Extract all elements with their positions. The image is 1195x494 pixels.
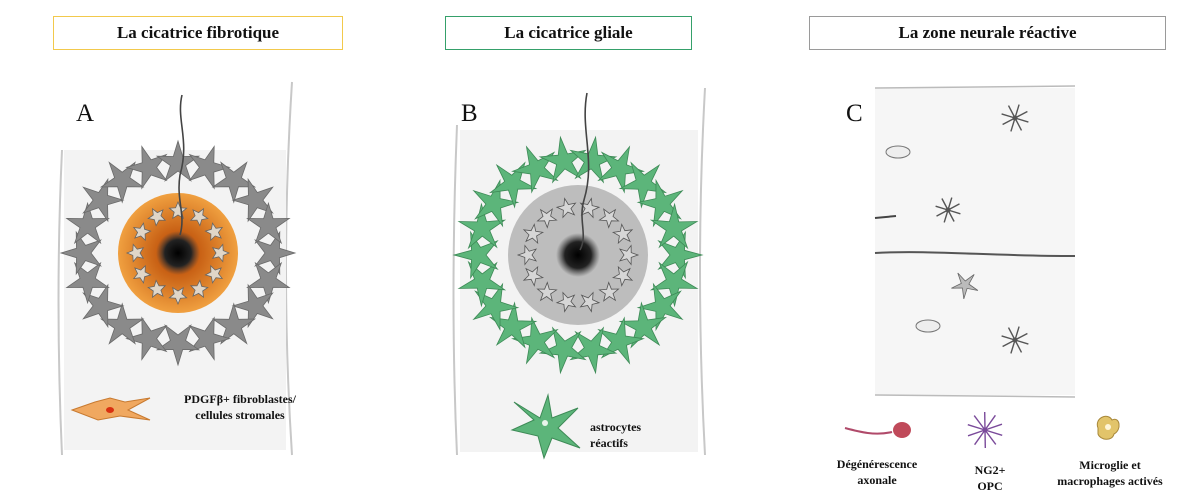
panel-b-drawing (454, 88, 706, 455)
lesion-core-b (556, 233, 600, 277)
axon-degeneration-legend-icon (845, 422, 911, 438)
panel-a-letter: A (76, 100, 94, 128)
microglia-legend-icon (1097, 416, 1119, 439)
fibroblast-legend-label: PDGFβ+ fibroblastes/ cellules stromales (160, 391, 320, 423)
opc-legend-spikes (968, 412, 1002, 448)
microglia-legend-line-2: macrophages activés (1040, 473, 1180, 489)
fibroblast-legend-line-2: cellules stromales (160, 407, 320, 423)
axon-legend-label: Dégénérescence axonale (815, 456, 939, 488)
opc-legend-line-1: NG2+ (960, 462, 1020, 478)
microglia-cell (886, 146, 910, 158)
lesion-core (156, 231, 200, 275)
microglia-legend-label: Microglie et macrophages activés (1040, 457, 1180, 489)
panel-b-letter: B (461, 100, 478, 128)
opc-legend-line-2: OPC (960, 478, 1020, 494)
astrocyte-legend-line-1: astrocytes (590, 419, 670, 435)
panel-c-drawing (875, 86, 1075, 397)
panel-c-letter: C (846, 100, 863, 128)
axon-legend-line-1: Dégénérescence (815, 456, 939, 472)
fibroblast-legend-line-1: PDGFβ+ fibroblastes/ (160, 391, 320, 407)
axon-legend-line-2: axonale (815, 472, 939, 488)
astrocyte-legend-line-2: réactifs (590, 435, 670, 451)
microglia-legend-line-1: Microglie et (1040, 457, 1180, 473)
microglia-cell (916, 320, 940, 332)
astrocyte-legend-label: astrocytes réactifs (590, 419, 670, 451)
opc-legend-icon (968, 412, 1002, 448)
opc-legend-label: NG2+ OPC (960, 462, 1020, 494)
